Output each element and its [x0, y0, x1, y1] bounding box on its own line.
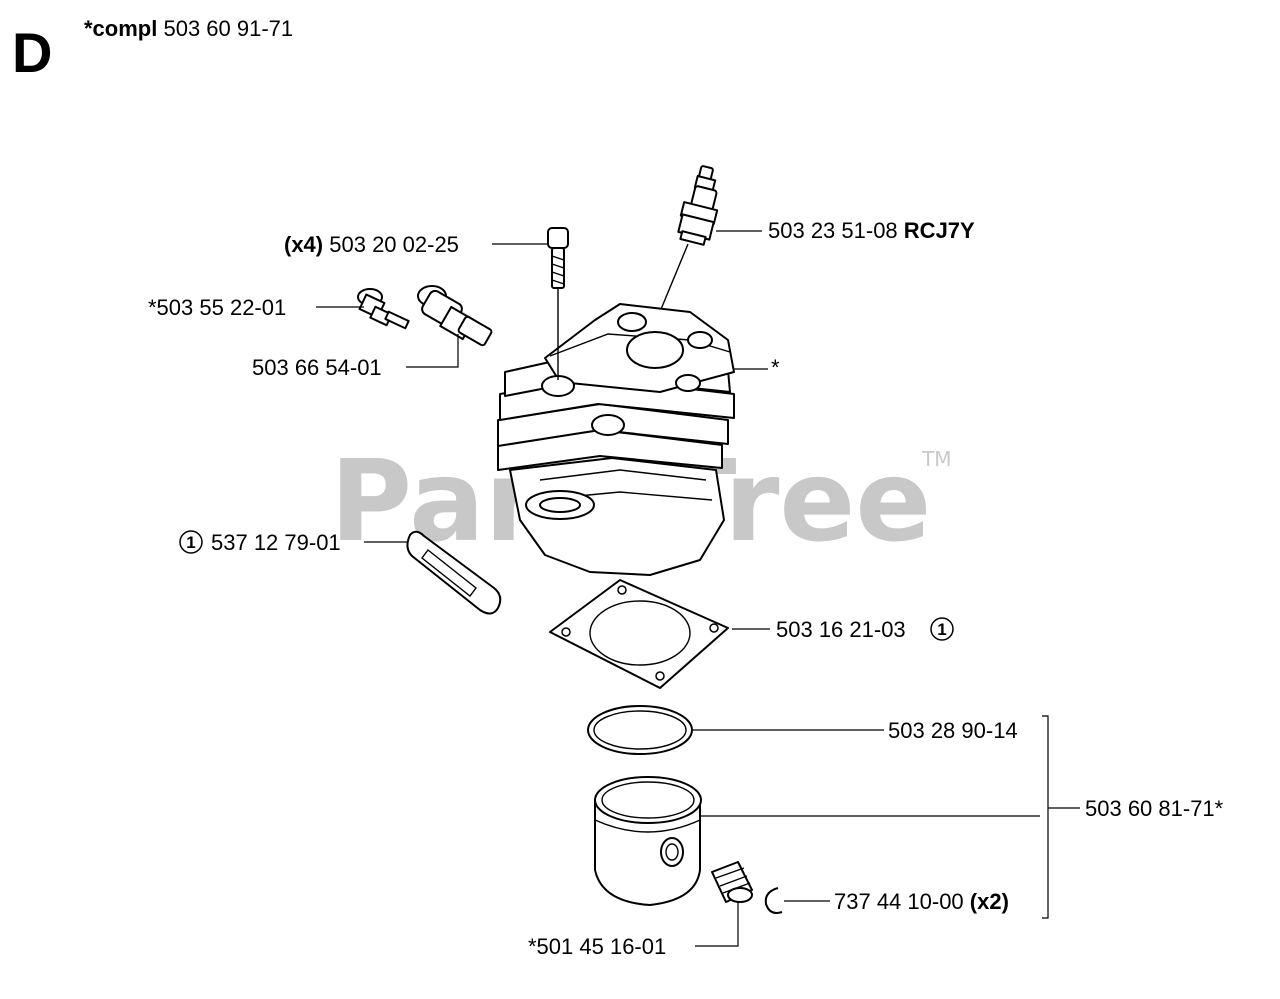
piston-ring-callout[interactable]: 503 28 90-14	[888, 718, 1018, 743]
piston-kit-callout[interactable]: 503 60 81-71*	[1085, 796, 1224, 821]
circlip-drawing	[764, 887, 783, 914]
decompression-valve-drawing	[357, 288, 410, 330]
cylinder-gasket-drawing	[549, 579, 729, 689]
leader-lines	[316, 230, 1080, 947]
cylinder-gasket-marker: 1	[937, 620, 946, 639]
page-header: D *compl 503 60 91-71	[12, 16, 293, 84]
circlip-callout[interactable]: 737 44 10-00 (x2)	[834, 889, 1009, 914]
cylinder-gasket-part-number: 503 16 21-03	[776, 617, 906, 642]
muffler-gasket-marker-circle	[179, 530, 203, 554]
screw-qty: (x4)	[284, 232, 323, 257]
cylinder-gasket-callout[interactable]: 503 16 21-03 1	[776, 617, 954, 642]
spark-plug-part-number: 503 23 51-08	[768, 218, 898, 243]
cylinder-gasket-marker-circle	[930, 617, 954, 641]
circlip-part-number: 737 44 10-00	[834, 889, 964, 914]
circlip-qty: (x2)	[970, 889, 1009, 914]
needle-bearing-callout[interactable]: *501 45 16-01	[528, 934, 666, 959]
cylinder-drawing	[497, 303, 735, 576]
watermark-trademark: TM	[921, 447, 951, 471]
section-letter: D	[12, 21, 52, 84]
muffler-gasket-callout[interactable]: 1 537 12 79-01	[179, 530, 341, 555]
valve-adapter-callout[interactable]: 503 66 54-01	[252, 355, 382, 380]
needle-bearing-drawing	[711, 861, 753, 903]
piston-ring-drawing	[587, 705, 693, 755]
screw-callout[interactable]: (x4) 503 20 02-25	[284, 232, 459, 257]
decompression-valve-callout[interactable]: *503 55 22-01	[148, 295, 286, 320]
compl-label: *compl	[84, 16, 157, 41]
callout-labels: (x4) 503 20 02-25 503 23 51-08 RCJ7Y *50…	[148, 218, 1224, 959]
spark-plug-callout[interactable]: 503 23 51-08 RCJ7Y	[768, 218, 975, 243]
muffler-gasket-part-number: 537 12 79-01	[211, 530, 341, 555]
valve-adapter-drawing	[417, 285, 493, 347]
screw-drawing	[547, 227, 569, 380]
piston-drawing	[594, 776, 702, 906]
compl-number: 503 60 91-71	[163, 16, 293, 41]
compl-heading: *compl 503 60 91-71	[84, 16, 293, 41]
muffler-gasket-drawing	[406, 530, 502, 615]
cylinder-callout[interactable]: *	[771, 355, 780, 380]
muffler-gasket-marker: 1	[186, 533, 195, 552]
spark-plug-type: RCJ7Y	[904, 218, 975, 243]
screw-part-number: 503 20 02-25	[329, 232, 459, 257]
